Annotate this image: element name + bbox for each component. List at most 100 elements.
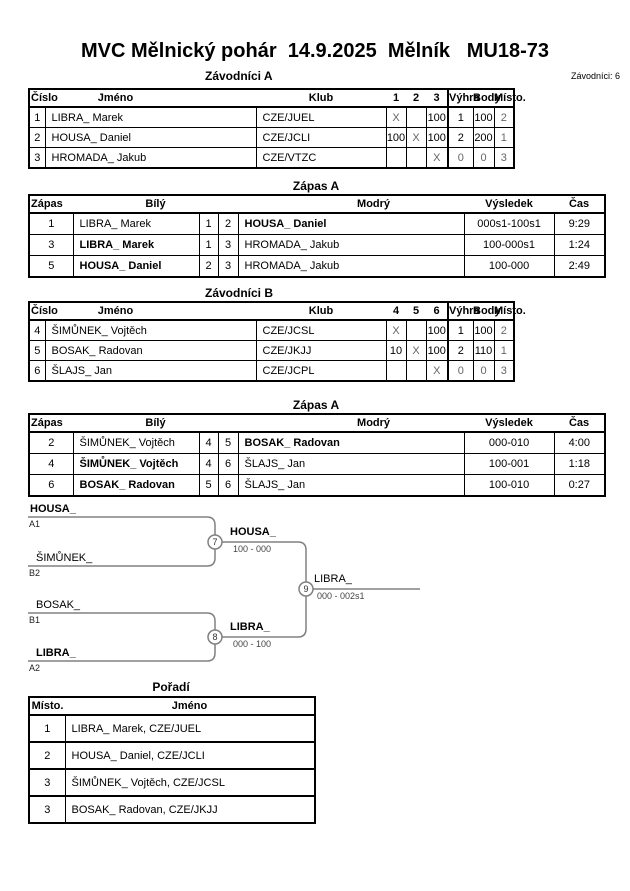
col-header-r3: 3: [426, 89, 448, 108]
table-row: 2 HOUSA_ Daniel, CZE/JCLI: [28, 741, 316, 770]
match-result: 000-010: [463, 431, 555, 454]
bracket-line-b1: [28, 612, 216, 630]
competitor-club: CZE/JCPL: [255, 360, 387, 382]
result-cell: X: [405, 127, 427, 148]
bracket-slot-a2-seed: A2: [29, 663, 41, 673]
col-header-place: Místo.: [29, 697, 65, 716]
match-result: 100-010: [463, 474, 555, 497]
place-cell: 3: [493, 147, 515, 169]
white-competitor: ŠIMŮNEK_ Vojtěch: [72, 453, 200, 475]
result-cell: [385, 147, 407, 169]
col-header-r1: 1: [386, 89, 406, 108]
section-heading-matches-a: Zápas A: [292, 179, 340, 193]
points-cell: 200: [472, 127, 495, 148]
rank-name: HOUSA_ Daniel, CZE/JCLI: [64, 741, 316, 770]
col-header-club: Klub: [256, 89, 386, 108]
wins-cell: 0: [447, 360, 474, 382]
bracket-line-a2: [28, 644, 216, 662]
blue-number: 3: [217, 255, 239, 278]
col-header-number: Číslo: [29, 302, 58, 321]
competitor-name: HOUSA_ Daniel: [44, 127, 257, 148]
table-row: 4 ŠIMŮNEK_ Vojtěch CZE/JCSL X 100 1 100 …: [28, 319, 515, 341]
bracket-line-winner8: [222, 596, 307, 638]
wins-cell: 2: [447, 127, 474, 148]
table-header-row: Číslo Jméno Klub 4 5 6 Výhra Body Místo.: [29, 302, 526, 321]
rank-place: 3: [28, 795, 66, 824]
col-header-blue: Modrý: [238, 195, 465, 214]
competitor-number: 6: [28, 360, 46, 382]
table-row: 1 LIBRA_ Marek, CZE/JUEL: [28, 714, 316, 743]
result-cell: 100: [425, 106, 449, 128]
competitor-name: HROMADA_ Jakub: [44, 147, 257, 169]
bracket-node-9-number: 9: [303, 584, 308, 594]
white-competitor: HOUSA_ Daniel: [72, 255, 200, 278]
bracket-winner-7-score: 100 - 000: [233, 544, 272, 554]
bracket-node-8-number: 8: [212, 632, 217, 642]
matches-table-a: Zápas Bílý Modrý Výsledek Čas 1 LIBRA_ M…: [28, 194, 607, 278]
points-cell: 100: [472, 319, 495, 341]
place-cell: 2: [493, 319, 515, 341]
competitor-number: 3: [28, 147, 46, 169]
col-header-result: Výsledek: [464, 195, 555, 214]
match-number: 1: [28, 212, 74, 235]
col-header-result: Výsledek: [464, 414, 555, 433]
table-row: 3 HROMADA_ Jakub CZE/VTZC X 0 0 3: [28, 147, 515, 169]
table-row: 5 BOSAK_ Radovan CZE/JKJJ 10 X 100 2 110…: [28, 340, 515, 361]
result-cell: 100: [385, 127, 407, 148]
competitor-number: 5: [28, 340, 46, 361]
bracket-slot-a2-name: LIBRA_: [36, 647, 76, 659]
section-heading-matches-b: Zápas A: [292, 398, 340, 412]
white-competitor: ŠIMŮNEK_ Vojtěch: [72, 431, 200, 454]
match-number: 3: [28, 234, 74, 256]
blue-competitor: ŠLAJS_ Jan: [237, 453, 465, 475]
blue-competitor: HROMADA_ Jakub: [237, 255, 465, 278]
rank-place: 1: [28, 714, 66, 743]
place-cell: 3: [493, 360, 515, 382]
blue-number: 3: [217, 234, 239, 256]
table-row: 6 BOSAK_ Radovan 5 6 ŠLAJS_ Jan 100-010 …: [28, 474, 606, 497]
bracket-node-8: [207, 629, 223, 645]
rank-name: BOSAK_ Radovan, CZE/JKJJ: [64, 795, 316, 824]
col-header-wins: Výhra: [447, 302, 480, 321]
result-cell: X: [385, 319, 407, 341]
table-row: 6 ŠLAJS_ Jan CZE/JCPL X 0 0 3: [28, 360, 515, 382]
bracket-node-7-number: 7: [212, 537, 217, 547]
col-header-time: Čas: [554, 195, 606, 214]
blue-competitor: ŠLAJS_ Jan: [237, 474, 465, 497]
rank-name: ŠIMŮNEK_ Vojtěch, CZE/JCSL: [64, 768, 316, 797]
table-header-row: Číslo Jméno Klub 1 2 3 Výhra Body Místo.: [29, 89, 526, 108]
col-header-number: Číslo: [29, 89, 58, 108]
bracket-node-9: [298, 581, 314, 597]
competitor-number: 1: [28, 106, 46, 128]
blue-competitor: HROMADA_ Jakub: [237, 234, 465, 256]
competitor-name: BOSAK_ Radovan: [44, 340, 257, 361]
bracket-slot-a1-seed: A1: [29, 519, 41, 529]
competitor-name: LIBRA_ Marek: [44, 106, 257, 128]
table-row: 3 ŠIMŮNEK_ Vojtěch, CZE/JCSL: [28, 768, 316, 797]
match-number: 6: [28, 474, 74, 497]
result-cell: [405, 360, 427, 382]
blue-number: 5: [217, 431, 239, 454]
table-header-row: Zápas Bílý Modrý Výsledek Čas: [29, 195, 606, 214]
table-row: 1 LIBRA_ Marek 1 2 HOUSA_ Daniel 000s1-1…: [28, 212, 606, 235]
match-number: 4: [28, 453, 74, 475]
bracket-winner-7-name: HOUSA_: [230, 526, 276, 538]
result-cell: [405, 319, 427, 341]
col-header-place: Místo.: [494, 302, 526, 321]
col-header-club: Klub: [256, 302, 386, 321]
bracket-slot-b2-seed: B2: [29, 568, 41, 578]
competitor-name: ŠLAJS_ Jan: [44, 360, 257, 382]
competitor-name: ŠIMŮNEK_ Vojtěch: [44, 319, 257, 341]
competitors-count: Závodníci: 6: [570, 71, 620, 81]
table-row: 3 BOSAK_ Radovan, CZE/JKJJ: [28, 795, 316, 824]
match-result: 000s1-100s1: [463, 212, 555, 235]
section-heading-group-b: Závodníci B: [205, 286, 274, 300]
competitor-number: 4: [28, 319, 46, 341]
bracket-node-7: [207, 534, 223, 550]
competitors-table-a: Číslo Jméno Klub 1 2 3 Výhra Body Místo.…: [28, 88, 526, 169]
wins-cell: 1: [447, 106, 474, 128]
matches-table-b: Zápas Bílý Modrý Výsledek Čas 2 ŠIMŮNEK_…: [28, 413, 607, 497]
wins-cell: 1: [447, 319, 474, 341]
bracket-winner-8-score: 000 - 100: [233, 639, 272, 649]
wins-cell: 0: [447, 147, 474, 169]
